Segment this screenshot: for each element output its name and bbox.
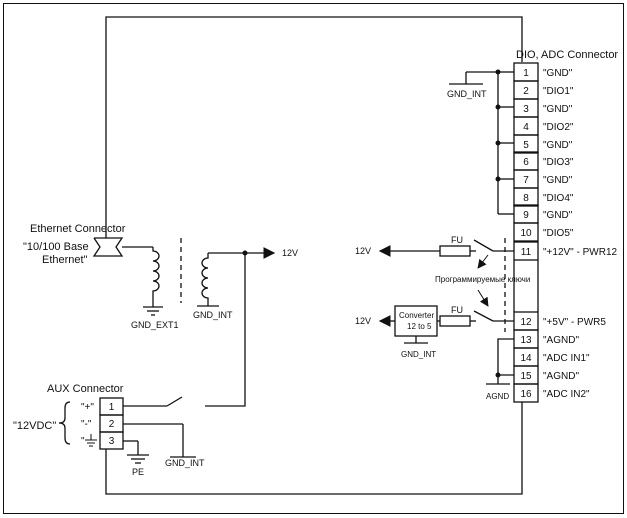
pin-label: "DIO4" xyxy=(543,193,574,204)
pin-label: "DIO2" xyxy=(543,122,574,133)
pe-label: PE xyxy=(132,467,144,477)
pin-label: "AGND" xyxy=(543,371,579,382)
gnd-int-label: GND_INT xyxy=(165,458,205,468)
12v-label: 12V xyxy=(355,246,371,256)
aux-pin-label: "+" xyxy=(81,402,94,413)
aux-pin-number: 1 xyxy=(109,402,115,413)
enclosure-wires xyxy=(105,16,523,495)
gnd-int-label: GND_INT xyxy=(401,350,436,359)
pin-cell xyxy=(513,187,539,207)
prog-keys-arrows xyxy=(477,254,489,307)
aux-12vdc-label: "12VDC" xyxy=(13,420,56,432)
ethernet-name: "10/100 Base xyxy=(23,241,89,253)
pin-label: "DIO1" xyxy=(543,86,574,97)
pin-number: 11 xyxy=(521,247,532,258)
pin-label: "AGND" xyxy=(543,335,579,346)
programmable-keys-label: Программируемые ключи xyxy=(435,275,530,284)
converter-label: Converter xyxy=(399,311,434,320)
agnd-bus xyxy=(486,338,514,385)
pin-label: "DIO5" xyxy=(543,228,574,239)
aux-wires xyxy=(123,396,196,464)
pin-number: 12 xyxy=(520,317,532,328)
ethernet-name-2: Ethernet" xyxy=(42,254,88,266)
12v-label: 12V xyxy=(282,248,298,258)
pwr12-path xyxy=(378,239,514,257)
fu-label: FU xyxy=(451,305,463,315)
converter-ratio-label: 12 to 5 xyxy=(407,322,432,331)
fu-label: FU xyxy=(451,235,463,245)
pin-label: "GND" xyxy=(543,175,573,186)
aux-pin-number: 3 xyxy=(109,436,115,447)
aux-pin-label: " xyxy=(81,436,85,447)
12v-label: 12V xyxy=(355,316,371,326)
pin-label: "+12V" - PWR12 xyxy=(543,247,618,258)
pin-label: "GND" xyxy=(543,210,573,221)
pin-number: 6 xyxy=(523,157,529,168)
gnd-int-label: GND_INT xyxy=(447,89,487,99)
pin-label: "GND" xyxy=(543,104,573,115)
dio-connector-title: DIO, ADC Connector xyxy=(516,49,618,61)
pin-label: "ADC IN1" xyxy=(543,353,590,364)
pin-number: 10 xyxy=(520,228,532,239)
aux-connector-block: 1 "+" 2 "-" 3 " xyxy=(81,397,124,450)
pin-number: 3 xyxy=(523,104,529,115)
pin-label: "GND" xyxy=(543,140,573,151)
pin-number: 9 xyxy=(523,210,529,221)
aux-brace xyxy=(58,401,71,445)
pin-number: 1 xyxy=(523,68,529,79)
dio-connector-block: 1 "GND" 2 "DIO1" 3 "GND" 4 "DIO2" 5 "GND" 6 "DIO3" 7… xyxy=(513,62,618,403)
pin-label: "GND" xyxy=(543,68,573,79)
gnd-int-label: GND_INT xyxy=(193,310,233,320)
aux-pin-label: "-" xyxy=(81,419,92,430)
aux-pin-number: 2 xyxy=(109,419,115,430)
ground-icon xyxy=(85,434,97,447)
outer-frame xyxy=(3,3,624,514)
ethernet-title: Ethernet Connector xyxy=(30,223,126,235)
pin-number: 2 xyxy=(523,86,529,97)
pwr5-path xyxy=(378,305,514,344)
pin-cell xyxy=(513,222,539,242)
pin-number: 4 xyxy=(523,122,529,133)
pin-cell xyxy=(513,383,539,403)
eth-12v-wire xyxy=(205,247,276,407)
pin-label: "DIO3" xyxy=(543,157,574,168)
pin-label: "ADC IN2" xyxy=(543,389,590,400)
isolation-transformer xyxy=(143,238,245,316)
pin-number: 13 xyxy=(520,335,532,346)
agnd-label: AGND xyxy=(486,392,509,401)
pin-number: 15 xyxy=(520,371,532,382)
pin-number: 16 xyxy=(520,389,532,400)
pin-number: 8 xyxy=(523,193,529,204)
gnd-ext1-label: GND_EXT1 xyxy=(131,320,179,330)
pin-number: 7 xyxy=(523,175,529,186)
pin-label: "+5V" - PWR5 xyxy=(543,317,606,328)
pin-number: 5 xyxy=(523,140,529,151)
ethernet-jack-icon xyxy=(92,237,153,257)
dio-ground-bus xyxy=(449,69,514,215)
aux-connector-title: AUX Connector xyxy=(47,383,124,395)
pin-cell xyxy=(513,134,539,154)
pin-number: 14 xyxy=(520,353,532,364)
